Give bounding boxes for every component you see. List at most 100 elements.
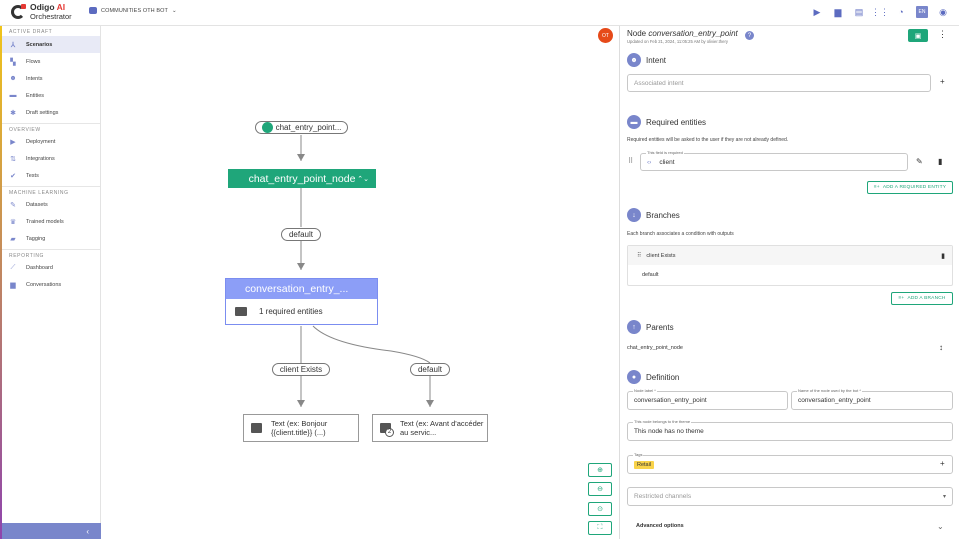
chevron-down-icon[interactable]: ⌄ [937, 522, 944, 531]
zoom-out-button[interactable]: ⊖ [588, 482, 612, 496]
sidebar-item-label: Trained models [26, 218, 64, 225]
arrow-down-icon: ↓ [627, 208, 641, 222]
field-legend: This field is required [646, 150, 684, 155]
sidebar-item-flows[interactable]: ▚ Flows [0, 53, 100, 70]
sidebar-item-label: Tests [26, 172, 39, 179]
language-button[interactable]: EN [916, 6, 928, 18]
logo-subtitle: Orchestrator [30, 12, 72, 21]
delete-icon[interactable]: ▮ [938, 157, 943, 166]
branches-header: ↓ Branches [627, 208, 680, 222]
node-detail-panel: Node conversation_entry_point ? Updated … [619, 26, 959, 539]
help-icon[interactable]: ? [745, 31, 754, 40]
section-title: Branches [646, 210, 680, 220]
theme-input[interactable]: This node belongs to the theme This node… [627, 419, 953, 441]
avatar[interactable]: OT [598, 28, 613, 43]
conversation-node[interactable]: conversation_entry_... 1 required entiti… [225, 278, 378, 325]
node-label-input[interactable]: Node label * conversation_entry_point [627, 388, 788, 410]
play-icon[interactable]: ▶ [813, 6, 821, 17]
sidebar-item-dashboard[interactable]: ⟋ Dashboard [0, 259, 100, 276]
branch-label-default[interactable]: default [410, 363, 450, 376]
sidebar-item-trained-models[interactable]: ♛ Trained models [0, 213, 100, 230]
sidebar-collapse-button[interactable]: ‹ [2, 523, 101, 539]
add-tag-icon[interactable]: + [940, 459, 945, 468]
branch-condition: default [642, 272, 659, 278]
delete-icon[interactable]: ▮ [941, 252, 945, 260]
start-node[interactable]: chat_entry_point... [255, 121, 348, 134]
message-icon[interactable]: ▤ [854, 6, 864, 17]
branch-row-default[interactable]: default [628, 265, 952, 285]
drag-handle-icon[interactable]: ⠿ [637, 253, 642, 259]
expand-icon: ⌃⌄ [357, 175, 369, 183]
scenario-canvas[interactable]: OT chat_entry_point... chat_entry_point_… [101, 26, 618, 539]
updated-info: Updated on Feb 21, 2024, 11:05:25 AM by … [627, 39, 728, 44]
zoom-in-button[interactable]: ⊕ [588, 463, 612, 477]
chat-icon[interactable]: ▆ [834, 6, 842, 17]
bot-icon [89, 7, 97, 14]
sidebar-item-datasets[interactable]: ✎ Datasets [0, 196, 100, 213]
vertical-align-icon[interactable]: ↕ [939, 343, 943, 352]
add-icon[interactable]: + [940, 77, 945, 86]
chevron-left-icon: ‹ [86, 526, 89, 536]
restricted-channels-select[interactable]: Restricted channels ▾ [627, 487, 953, 506]
save-button[interactable]: ▣ [908, 29, 928, 42]
text-node-2[interactable]: 2 Text (ex: Avant d'accéder au servic... [372, 414, 488, 442]
chat-icon: 2 [380, 423, 394, 437]
sidebar-item-entities[interactable]: ▬ Entities [0, 87, 100, 104]
conversations-icon: ▆ [10, 281, 16, 289]
branch-condition: client Exists [646, 252, 676, 259]
advanced-options-toggle[interactable]: Advanced options [636, 523, 684, 529]
bell-icon[interactable]: ◔ [898, 7, 904, 17]
sidebar-item-label: Deployment [26, 138, 56, 145]
fit-view-button[interactable]: ⛶ [588, 521, 612, 535]
bot-node-name-input[interactable]: Name of the node used by the bot * conve… [791, 388, 953, 410]
sidebar-item-integrations[interactable]: ⇅ Integrations [0, 150, 100, 167]
tag-chip[interactable]: Retail [634, 460, 655, 469]
parent-node-link[interactable]: chat_entry_point_node [627, 345, 683, 351]
datasets-icon: ✎ [10, 201, 16, 209]
sidebar-item-scenarios[interactable]: ⅄ Scenarios [0, 36, 100, 53]
more-options-icon[interactable]: ⋮ [938, 29, 947, 39]
account-icon[interactable]: ◉ [939, 6, 947, 17]
entities-icon: ▬ [627, 115, 641, 129]
apps-grid-icon[interactable]: ⋮⋮ [871, 6, 889, 17]
branch-label-client-exists[interactable]: client Exists [272, 363, 330, 376]
definition-header: ● Definition [627, 370, 679, 384]
sidebar-item-label: Flows [26, 58, 41, 65]
sidebar-item-draft-settings[interactable]: ✱ Draft settings [0, 104, 100, 121]
entry-node[interactable]: chat_entry_point_node ⌃⌄ [228, 169, 376, 188]
add-branch-button[interactable]: ≡+ ADD A BRANCH [891, 292, 953, 305]
add-required-entity-button[interactable]: ≡+ ADD A REQUIRED ENTITY [867, 181, 953, 194]
field-value: conversation_entry_point [798, 397, 871, 404]
dashboard-icon: ⟋ [10, 263, 16, 271]
odigo-logo-icon [11, 5, 25, 19]
parents-header: ↑ Parents [627, 320, 674, 334]
required-entity-field[interactable]: This field is required ‹› client [640, 150, 908, 171]
edge-label-default[interactable]: default [281, 228, 321, 241]
drag-handle-icon[interactable]: ⠿ [628, 158, 634, 165]
sidebar-item-tests[interactable]: ✔ Tests [0, 167, 100, 184]
app-logo[interactable]: Odigo AI Orchestrator [30, 2, 72, 22]
sidebar-item-label: Tagging [26, 235, 46, 242]
edit-icon[interactable]: ✎ [916, 157, 923, 166]
associated-intent-input[interactable]: Associated intent [627, 74, 931, 92]
zoom-reset-button[interactable]: ⊙ [588, 502, 612, 516]
text-node-1[interactable]: Text (ex: Bonjour {{client.title}} (...) [243, 414, 359, 442]
conversation-node-body: 1 required entities [226, 299, 377, 324]
sidebar-item-deployment[interactable]: ▶ Deployment [0, 133, 100, 150]
sidebar-item-conversations[interactable]: ▆ Conversations [0, 276, 100, 293]
sidebar-item-tagging[interactable]: ▰ Tagging [0, 230, 100, 247]
tags-input[interactable]: Tags Retail [627, 452, 953, 474]
keyboard-icon [235, 307, 247, 316]
title-prefix: Node [627, 29, 649, 38]
logo-ai: AI [56, 2, 66, 12]
sidebar-item-intents[interactable]: ☻ Intents [0, 70, 100, 87]
entry-node-label: chat_entry_point_node [248, 172, 356, 185]
node-name: conversation_entry_point [648, 29, 738, 38]
start-node-label: chat_entry_point... [275, 123, 342, 132]
branch-row-client-exists[interactable]: ⠿ client Exists ▮ [628, 246, 952, 265]
bot-selector[interactable]: COMMUNITIES OTH BOT ⌄ [89, 7, 177, 14]
button-label: ADD A BRANCH [907, 296, 946, 301]
zoom-out-icon: ⊖ [597, 486, 603, 493]
logo-name: Odigo [30, 2, 55, 12]
sidebar-item-label: Datasets [26, 201, 48, 208]
